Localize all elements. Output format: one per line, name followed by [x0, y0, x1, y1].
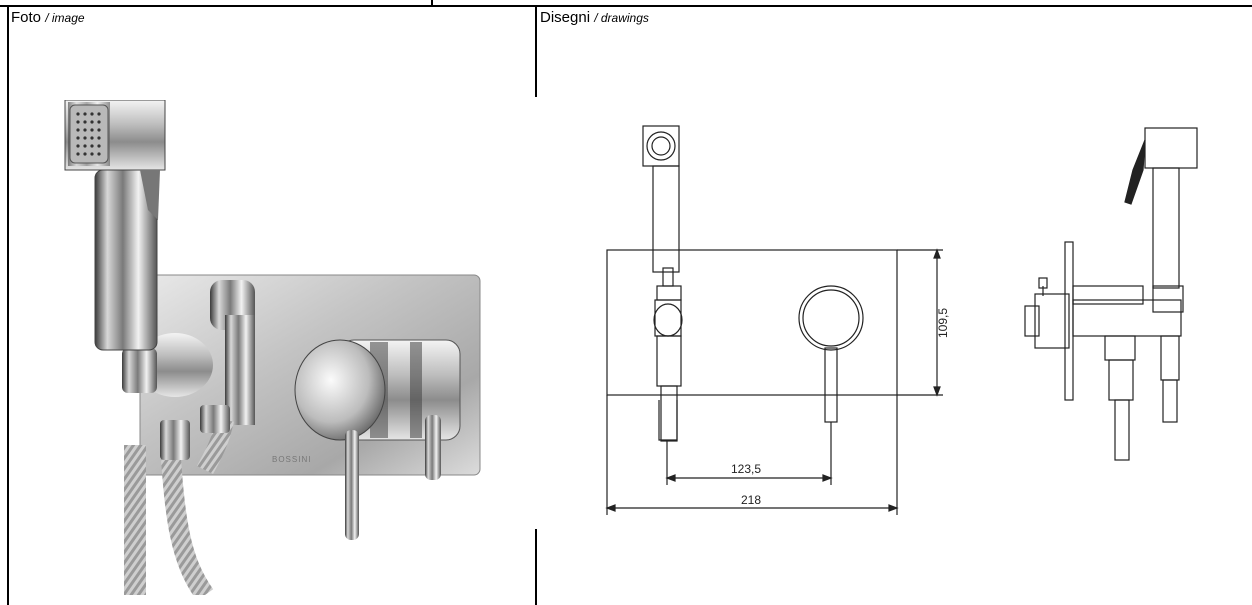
mixer-spout: [425, 415, 441, 480]
mixer-body: [294, 339, 461, 441]
drawings-label-main: Disegni: [540, 9, 591, 26]
dim-spacing: 123,5: [731, 462, 761, 476]
trigger-lever: [140, 170, 160, 220]
technical-drawings: 109,5 123,5 218: [605, 125, 1198, 515]
dim-height: 109,5: [936, 308, 950, 338]
left-border: [7, 5, 9, 605]
spray-face: [69, 104, 109, 164]
side-view: [1024, 127, 1198, 461]
brand-mark: BOSSINI: [272, 455, 311, 464]
top-divider-stub: [431, 0, 433, 6]
drawings-cell-label: Disegni / drawings: [540, 9, 649, 27]
top-border: [0, 5, 1252, 7]
front-view: [605, 125, 943, 515]
holder-stem: [225, 315, 255, 425]
hose-nut: [160, 420, 190, 460]
holder-nut: [200, 405, 230, 433]
handset-clip: [122, 348, 157, 393]
photo-cell-label: Foto / image: [11, 9, 85, 27]
hose-right: [160, 444, 214, 595]
drawings-label-sub: / drawings: [594, 11, 649, 25]
dim-width: 218: [741, 493, 761, 507]
column-divider-gap: [535, 97, 538, 529]
photo-label-main: Foto: [11, 9, 42, 26]
photo-label-sub: / image: [45, 11, 85, 25]
dimension-labels: 109,5 123,5 218: [731, 308, 950, 507]
mixer-lever: [345, 430, 359, 540]
product-photo: BOSSINI: [64, 100, 481, 595]
